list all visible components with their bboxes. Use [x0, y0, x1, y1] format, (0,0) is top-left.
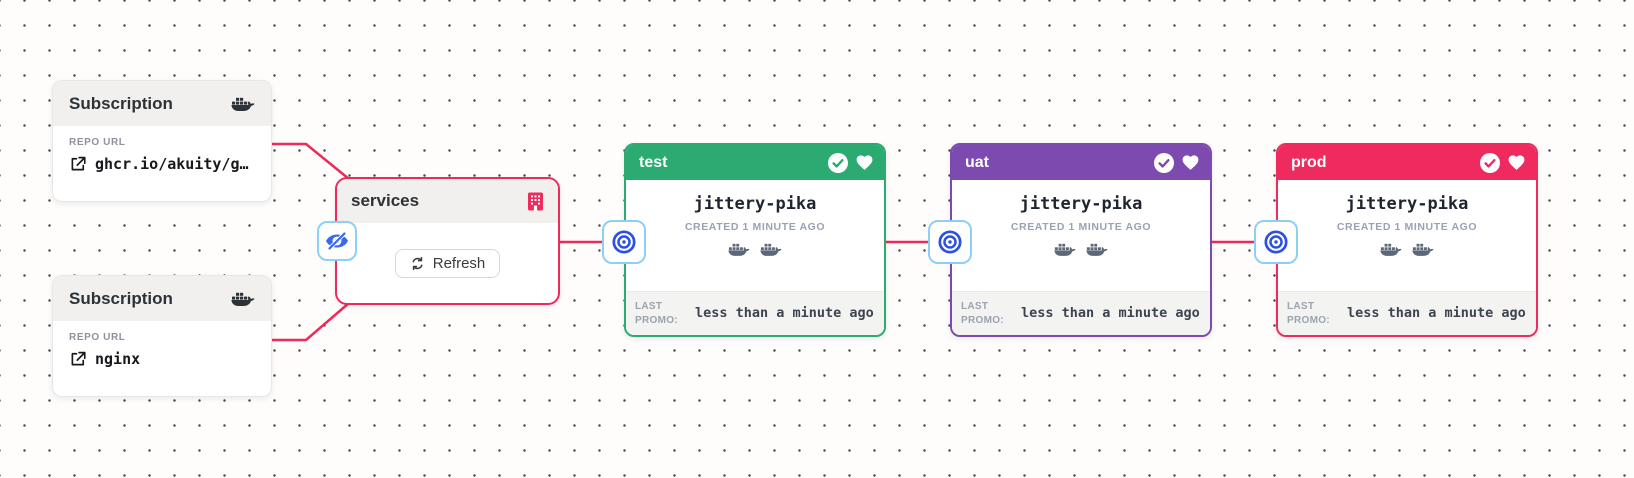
stage-footer: LAST PROMO: less than a minute ago — [952, 291, 1210, 335]
edge-subscription2-warehouse — [272, 302, 350, 342]
docker-icon — [760, 241, 782, 258]
docker-icon — [231, 290, 255, 308]
eye-invisible-icon — [325, 229, 349, 253]
health-check-icon — [827, 152, 849, 174]
subscription-card-1: Subscription REPO URL ghcr.io/akuity/g… — [52, 80, 272, 202]
app-name: jittery-pika — [1345, 194, 1469, 214]
promotion-target-badge-prod[interactable] — [1254, 220, 1298, 264]
repo-url-value[interactable]: ghcr.io/akuity/g… — [95, 155, 249, 173]
subscription-title: Subscription — [69, 93, 173, 113]
docker-icon — [728, 241, 750, 258]
stage-card-prod[interactable]: prod jittery-pika CREATED 1 MINUTE AGO — [1276, 143, 1538, 337]
repo-url-label: REPO URL — [69, 137, 126, 148]
repo-url-label: REPO URL — [69, 332, 126, 343]
created-timestamp: CREATED 1 MINUTE AGO — [684, 221, 826, 233]
docker-icon — [1054, 241, 1076, 258]
created-timestamp: CREATED 1 MINUTE AGO — [1336, 221, 1478, 233]
docker-icon — [1086, 241, 1108, 258]
stage-header: uat — [952, 145, 1210, 180]
freight-artifact-icons — [1278, 241, 1536, 258]
stage-header: prod — [1278, 145, 1536, 180]
last-promo-value: less than a minute ago — [1347, 305, 1526, 322]
warehouse-card-header: services — [337, 179, 558, 223]
warehouse-card-services[interactable]: services — [335, 177, 560, 305]
favorite-heart-icon[interactable] — [1507, 153, 1526, 172]
stage-card-uat[interactable]: uat jittery-pika CREATED 1 MINUTE AGO — [950, 143, 1212, 337]
last-promo-value: less than a minute ago — [1021, 305, 1200, 322]
stage-footer: LAST PROMO: less than a minute ago — [626, 291, 884, 335]
target-bullseye-icon — [611, 229, 637, 255]
created-timestamp: CREATED 1 MINUTE AGO — [1010, 221, 1152, 233]
warehouse-title: services — [351, 191, 420, 210]
promotion-target-badge-uat[interactable] — [928, 220, 972, 264]
docker-icon — [231, 95, 255, 113]
docker-icon — [1412, 241, 1434, 258]
health-check-icon — [1479, 152, 1501, 174]
subscription-card-body: REPO URL ghcr.io/akuity/g… — [53, 126, 271, 173]
app-name: jittery-pika — [1019, 194, 1143, 214]
target-bullseye-icon — [1263, 229, 1289, 255]
warehouse-card-body: Refresh — [337, 223, 558, 303]
stage-body: jittery-pika CREATED 1 MINUTE AGO — [626, 180, 884, 291]
subscription-card-2: Subscription REPO URL nginx — [52, 275, 272, 397]
app-name: jittery-pika — [693, 194, 817, 214]
favorite-heart-icon[interactable] — [1181, 153, 1200, 172]
favorite-heart-icon[interactable] — [855, 153, 874, 172]
stage-name-label: uat — [965, 153, 989, 171]
last-promo-value: less than a minute ago — [695, 305, 874, 322]
stage-header: test — [626, 145, 884, 180]
stage-body: jittery-pika CREATED 1 MINUTE AGO — [952, 180, 1210, 291]
external-link-icon[interactable] — [69, 155, 87, 173]
repo-url-row[interactable]: ghcr.io/akuity/g… — [69, 155, 255, 173]
repo-url-value[interactable]: nginx — [95, 350, 141, 368]
docker-icon — [1380, 241, 1402, 258]
refresh-button[interactable]: Refresh — [394, 248, 501, 278]
freight-artifact-icons — [626, 241, 884, 258]
subscription-title: Subscription — [69, 288, 173, 308]
refresh-icon — [410, 256, 425, 271]
repo-url-row[interactable]: nginx — [69, 350, 255, 368]
health-check-icon — [1153, 152, 1175, 174]
subscription-card-body: REPO URL nginx — [53, 321, 271, 368]
subscription-card-header: Subscription — [53, 276, 271, 321]
freight-artifact-icons — [952, 241, 1210, 258]
last-promo-label: LAST PROMO: — [1287, 301, 1330, 326]
stage-footer: LAST PROMO: less than a minute ago — [1278, 291, 1536, 335]
stage-name-label: test — [639, 153, 668, 171]
warehouse-building-icon — [527, 192, 544, 211]
edge-subscription1-warehouse — [272, 142, 350, 180]
target-bullseye-icon — [937, 229, 963, 255]
promotion-target-badge-test[interactable] — [602, 220, 646, 264]
stage-card-test[interactable]: test jittery-pika CREATED 1 MINUTE AGO — [624, 143, 886, 337]
stage-name-label: prod — [1291, 153, 1327, 171]
last-promo-label: LAST PROMO: — [961, 301, 1004, 326]
refresh-button-label: Refresh — [432, 254, 486, 272]
external-link-icon[interactable] — [69, 350, 87, 368]
subscription-card-header: Subscription — [53, 81, 271, 126]
last-promo-label: LAST PROMO: — [635, 301, 678, 326]
stage-body: jittery-pika CREATED 1 MINUTE AGO — [1278, 180, 1536, 291]
hide-subscriptions-badge[interactable] — [317, 221, 357, 261]
